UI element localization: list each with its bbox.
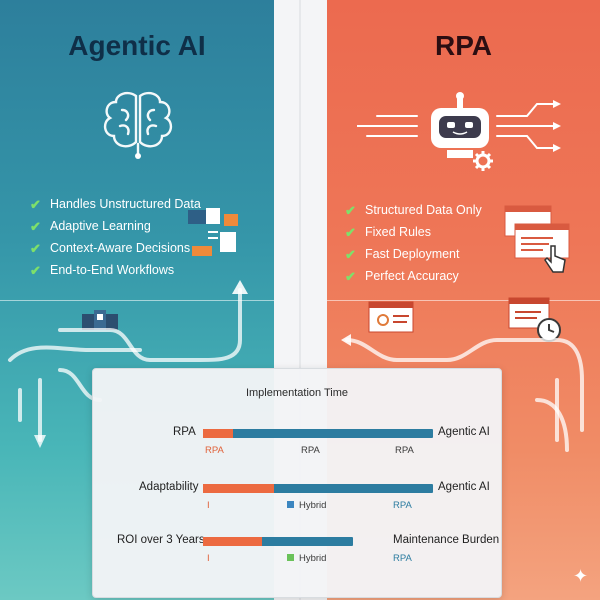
feature-label: Handles Unstructured Data — [50, 197, 201, 211]
row-left-label: Adaptability — [139, 481, 199, 493]
agentic-ai-title: Agentic AI — [68, 30, 206, 61]
check-icon: ✔ — [30, 196, 41, 212]
brain-icon — [103, 91, 173, 159]
feature-item: ✔ Structured Data Only — [345, 199, 482, 221]
flow-arrows — [8, 280, 248, 448]
sparkle-icon: ✦ — [573, 566, 589, 587]
comparison-bar — [203, 537, 353, 546]
ui-windows-icon — [504, 205, 570, 259]
center-divider — [299, 0, 301, 600]
check-icon: ✔ — [345, 268, 356, 284]
rpa-title: RPA — [434, 30, 493, 61]
team-icon — [82, 310, 118, 330]
bar-fill — [203, 429, 233, 438]
window-gear-icon — [368, 301, 414, 333]
feature-item: ✔ End-to-End Workflows — [30, 259, 201, 281]
feature-label: End-to-End Workflows — [50, 263, 175, 277]
row-sub-left: I — [207, 500, 210, 511]
agentic-ai-features: ✔ Handles Unstructured Data ✔ Adaptive Lea… — [30, 193, 201, 281]
row-right-label: Agentic AI — [438, 426, 490, 438]
row-sub-mid-wrap: Hybrid — [287, 500, 326, 511]
row-sub-right: RPA — [395, 445, 414, 456]
check-icon: ✔ — [30, 262, 41, 278]
row-sub-left: I — [207, 553, 210, 564]
feature-item: ✔ Fast Deployment — [345, 243, 482, 265]
comparison-bar — [203, 429, 433, 438]
feature-item: ✔ Fixed Rules — [345, 221, 482, 243]
feature-label: Structured Data Only — [365, 203, 482, 217]
row-sub-left: RPA — [205, 445, 224, 456]
check-icon: ✔ — [30, 240, 41, 256]
row-sub-mid: Hybrid — [299, 500, 327, 511]
row-right-label: Maintenance Burden — [393, 534, 500, 546]
check-icon: ✔ — [30, 218, 41, 234]
flow-arrows — [341, 334, 584, 452]
panel-gridline — [327, 300, 600, 301]
row-sub-mid: Hybrid — [299, 553, 327, 564]
bar-fill — [203, 537, 262, 546]
feature-label: Fixed Rules — [365, 225, 431, 239]
feature-item: ✔ Perfect Accuracy — [345, 265, 482, 287]
feature-item: ✔ Context-Aware Decisions — [30, 237, 201, 259]
row-sub-right: RPA — [393, 500, 412, 511]
feature-label: Adaptive Learning — [50, 219, 151, 233]
hybrid-swatch — [287, 501, 294, 508]
cursor-hand-icon — [544, 245, 566, 273]
gear-icon — [473, 151, 493, 171]
bar-fill — [203, 484, 275, 493]
check-icon: ✔ — [345, 224, 356, 240]
hybrid-swatch — [287, 554, 294, 561]
feature-label: Context-Aware Decisions — [50, 241, 191, 255]
row-sub-mid-wrap: Hybrid — [287, 553, 326, 564]
feature-label: Fast Deployment — [365, 247, 460, 261]
row-sub-mid: RPA — [301, 445, 320, 456]
row-left-label: ROI over 3 Years — [117, 534, 205, 546]
comparison-bar — [203, 484, 433, 493]
robot-icon — [357, 92, 561, 158]
clock-icon — [508, 297, 561, 342]
comparison-chart: Implementation Time RPA Agentic AI RPA R… — [92, 368, 502, 598]
rpa-features: ✔ Structured Data Only ✔ Fixed Rules ✔ Fast… — [345, 199, 482, 287]
documents-icon — [188, 208, 238, 256]
chart-title: Implementation Time — [245, 387, 349, 399]
feature-item: ✔ Adaptive Learning — [30, 215, 201, 237]
check-icon: ✔ — [345, 202, 356, 218]
check-icon: ✔ — [345, 246, 356, 262]
panel-gridline — [0, 300, 274, 301]
row-right-label: Agentic AI — [438, 481, 490, 493]
feature-item: ✔ Handles Unstructured Data — [30, 193, 201, 215]
row-left-label: RPA — [173, 426, 196, 438]
feature-label: Perfect Accuracy — [365, 269, 459, 283]
row-sub-right: RPA — [393, 553, 412, 564]
